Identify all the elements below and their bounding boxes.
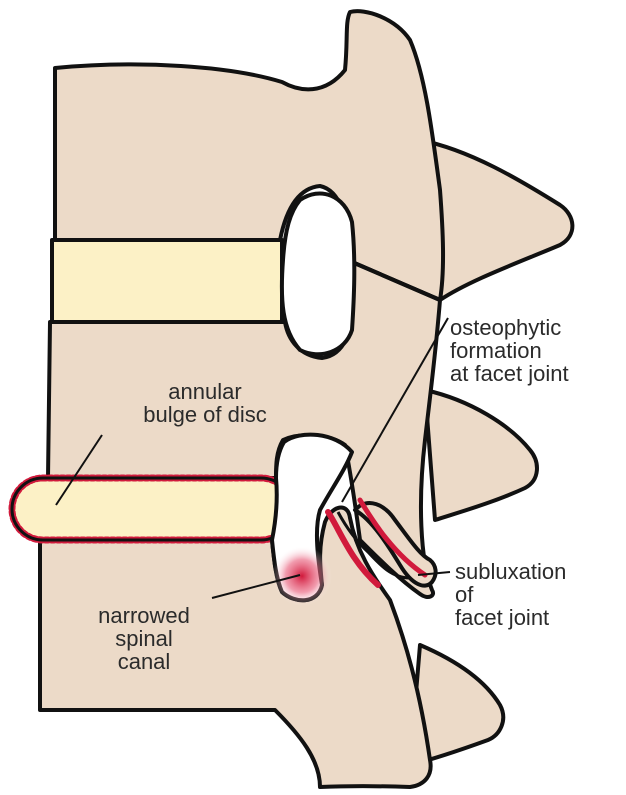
label-subluxation: subluxation of facet joint <box>455 560 566 629</box>
disc-bulging <box>12 478 292 540</box>
label-narrowed-canal: narrowed spinal canal <box>74 604 214 673</box>
canal-compression-glow <box>272 546 332 606</box>
label-annular-bulge: annular bulge of disc <box>130 380 280 426</box>
spinous-process-middle <box>425 390 537 520</box>
label-osteophytic-formation: osteophytic formation at facet joint <box>450 316 569 385</box>
foramen-upper <box>282 193 354 354</box>
disc-healthy <box>52 240 282 322</box>
